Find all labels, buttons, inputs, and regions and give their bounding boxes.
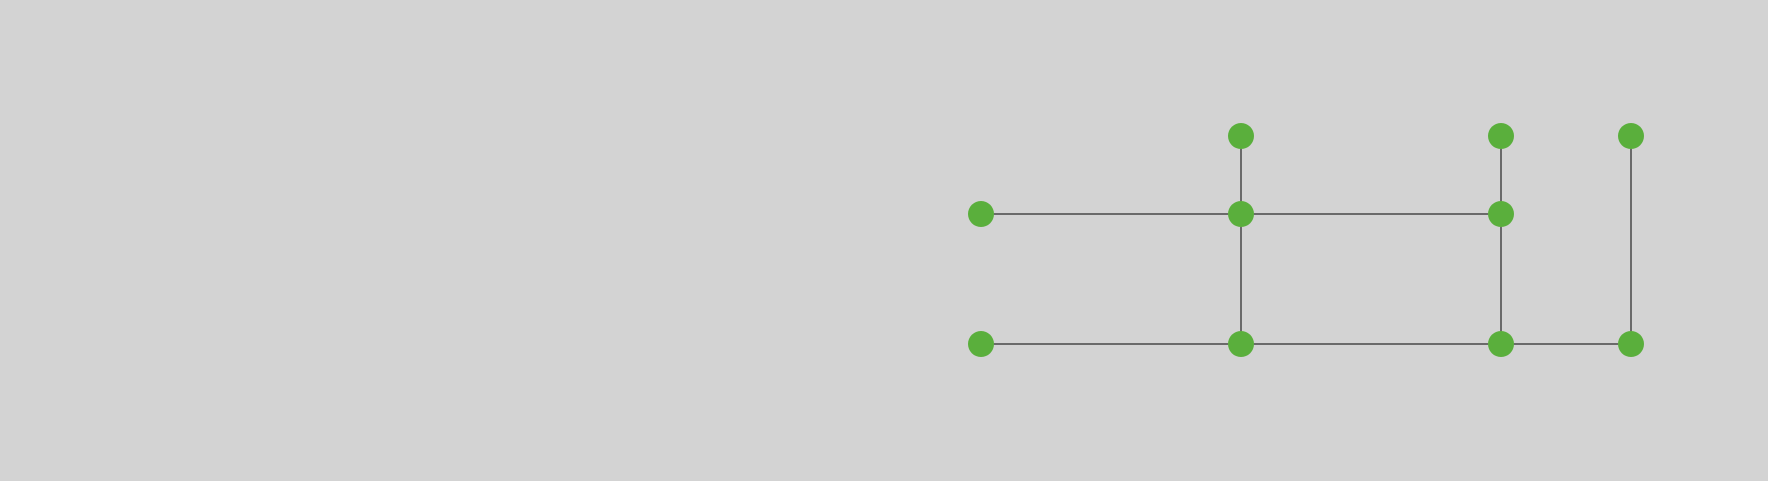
- node-n11: [1618, 331, 1644, 357]
- node-n1: [968, 201, 994, 227]
- node-n6: [1488, 201, 1514, 227]
- node-n7: [968, 331, 994, 357]
- edges-layer: [981, 136, 1632, 345]
- node-n3: [1488, 123, 1514, 149]
- node-n8: [1228, 331, 1254, 357]
- node-n5: [1228, 201, 1254, 227]
- node-n9: [1488, 331, 1514, 357]
- node-n2: [1228, 123, 1254, 149]
- node-n4: [1618, 123, 1644, 149]
- nodes-layer: [968, 123, 1644, 357]
